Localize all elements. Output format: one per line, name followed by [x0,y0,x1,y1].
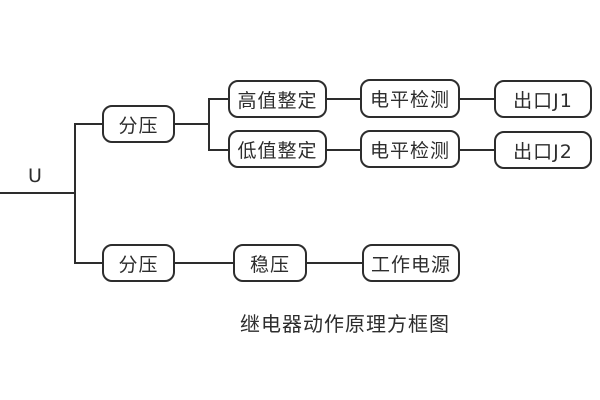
line-level-detect-to-output-j1 [460,98,494,100]
line-split-to-high-setting [208,98,228,100]
line-main-branch-vertical [74,123,76,264]
node-high-value-setting: 高值整定 [228,80,327,118]
node-low-value-setting: 低值整定 [228,130,327,168]
diagram-caption: 继电器动作原理方框图 [240,312,450,336]
node-level-detection-1: 电平检测 [360,79,460,118]
line-to-divider-bottom [74,262,102,264]
line-divider-to-regulator [175,262,233,264]
line-u-input [0,192,75,194]
line-level-detect-to-output-j2 [460,149,494,151]
line-regulator-to-working-power [307,262,362,264]
node-output-j2: 出口J2 [494,131,592,169]
node-level-detection-2: 电平检测 [360,130,460,168]
node-voltage-divider-top: 分压 [102,105,175,143]
node-output-j1: 出口J1 [494,80,592,118]
line-high-to-level-detect [327,98,360,100]
node-voltage-divider-bottom: 分压 [102,244,175,282]
input-voltage-label: U [28,165,42,187]
line-low-to-level-detect [327,149,360,151]
line-split-to-low-setting [208,149,228,151]
node-voltage-regulator: 稳压 [233,244,307,282]
line-divider-to-split [175,123,209,125]
line-to-divider-top [74,123,102,125]
line-split-vertical [208,98,210,151]
node-working-power-supply: 工作电源 [362,244,460,282]
